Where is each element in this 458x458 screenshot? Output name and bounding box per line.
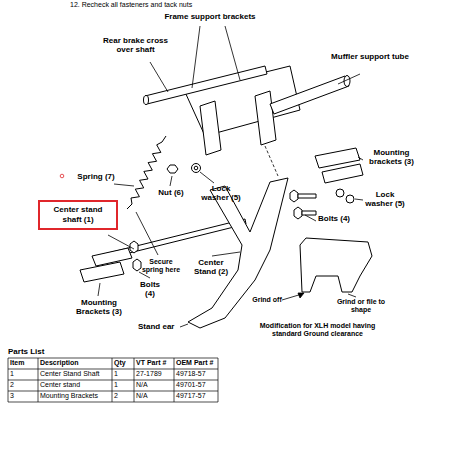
table-cell: Center Stand Shaft [40,370,111,378]
arrow-head [298,293,304,298]
table-cell: 1 [10,370,37,378]
leader-line [136,212,158,255]
leader-line [180,324,188,327]
muffler-tube [270,76,349,114]
part-label: Rear brake cross over shaft [98,36,173,54]
leader-line [150,62,168,92]
callout-text: Center stand shaft (1) [44,205,112,224]
spring-coil [127,136,166,209]
part-label: Secure spring here [140,258,182,274]
table-cell: 27-1789 [136,370,173,378]
part-label: Lock washer (5) [364,190,406,208]
part-label: Stand ear [138,322,180,331]
leader-line [108,235,134,249]
bolt-head [133,259,141,271]
table-cell: 49717-57 [176,392,217,400]
arrow-line [348,294,356,297]
center-stand [188,178,288,328]
table-cell: VT Part # [136,359,173,367]
callout-box: Center stand shaft (1) [38,200,118,230]
part-label: Bolts (4) [318,214,350,223]
table-cell: N/A [136,381,173,389]
lock-washer [346,195,354,203]
part-label: Modification for XLH model having standa… [255,322,380,338]
table-cell: N/A [136,392,173,400]
lock-washer [192,164,201,173]
assembly-line [265,146,278,176]
part-label: Grind off [252,296,282,304]
table-cell: 49718-57 [176,370,217,378]
nut [167,165,178,173]
table-cell: 49701-57 [176,381,217,389]
table-cell: 2 [114,392,133,400]
table-cell: 3 [10,392,37,400]
table-cell: Mounting Brackets [40,392,111,400]
table-cell: Center stand [40,381,111,389]
bolt-shank [302,211,316,215]
mounting-bracket [322,164,363,183]
table-cell: Qty [114,359,133,367]
leader-line [98,283,100,296]
bolt-head [294,207,302,219]
brake-shaft [145,66,267,104]
leader-line [170,176,172,186]
stand-profile [300,238,372,292]
shaft-end [144,96,149,105]
leader-line [338,74,360,84]
part-label: Frame support brackets [150,12,270,21]
parts-table-grid [8,358,218,402]
part-label: Spring (7) [76,172,116,181]
leader-line [225,26,240,80]
frame-bracket [255,91,276,145]
part-label: Mounting brackets (3) [364,148,419,166]
part-label: Nut (6) [158,188,184,197]
leader-line [200,172,214,183]
table-cell: Description [40,359,111,367]
leader-line [355,199,363,200]
bolt-head [130,241,138,253]
part-label: Mounting Brackets (3) [70,298,128,316]
mounting-bracket [80,262,124,282]
washer-hole [194,166,198,170]
part-label: Muffler support tube [325,52,415,61]
table-cell: 1 [114,370,133,378]
table-cell: 1 [114,381,133,389]
frame-bracket [200,101,221,155]
part-label: Lock washer (5) [200,184,242,202]
table-cell: OEM Part # [176,359,217,367]
part-label: Bolts (4) [135,280,165,298]
part-label: 12. Recheck all fasteners and tack nuts [70,1,330,9]
leader-line [192,26,200,88]
lock-washer [336,189,344,197]
table-cell: 2 [10,381,37,389]
table-title: Parts List [8,347,88,356]
leader-line [358,157,363,160]
part-label: Grind or file to shape [335,298,387,314]
leader-line [212,252,240,256]
bolt-head [290,190,298,202]
leader-line [114,184,134,186]
leader-line [305,215,316,221]
bolt-shank [298,194,316,198]
part-label: Center Stand (2) [190,258,232,276]
table-cell: Item [10,359,37,367]
red-mark [60,174,64,178]
